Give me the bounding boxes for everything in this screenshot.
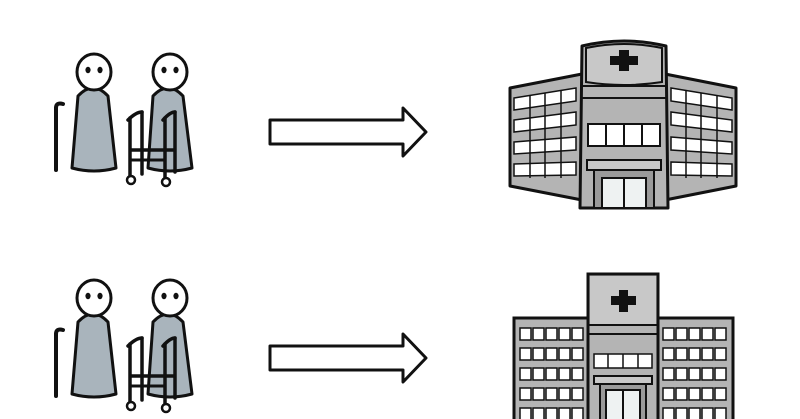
- hospital-building-flat-icon: [512, 272, 735, 419]
- entrance-door: [593, 169, 655, 209]
- row-2: [54, 278, 428, 414]
- cross-icon: [611, 290, 636, 312]
- cross-icon: [610, 50, 638, 71]
- elderly-person-with-walker-icon: [125, 278, 194, 414]
- hospital-building-perspective-icon: [508, 39, 738, 210]
- elderly-person-with-cane-icon: [54, 278, 118, 399]
- entrance-door: [599, 383, 647, 419]
- right-arrow-icon: [268, 332, 428, 384]
- right-arrow-icon: [268, 106, 428, 158]
- left-wing-windows: [513, 87, 577, 178]
- elderly-person-with-cane-icon: [54, 52, 118, 173]
- row-1: [54, 39, 738, 210]
- elderly-person-with-walker-icon: [125, 52, 194, 188]
- right-wing-windows: [670, 87, 733, 178]
